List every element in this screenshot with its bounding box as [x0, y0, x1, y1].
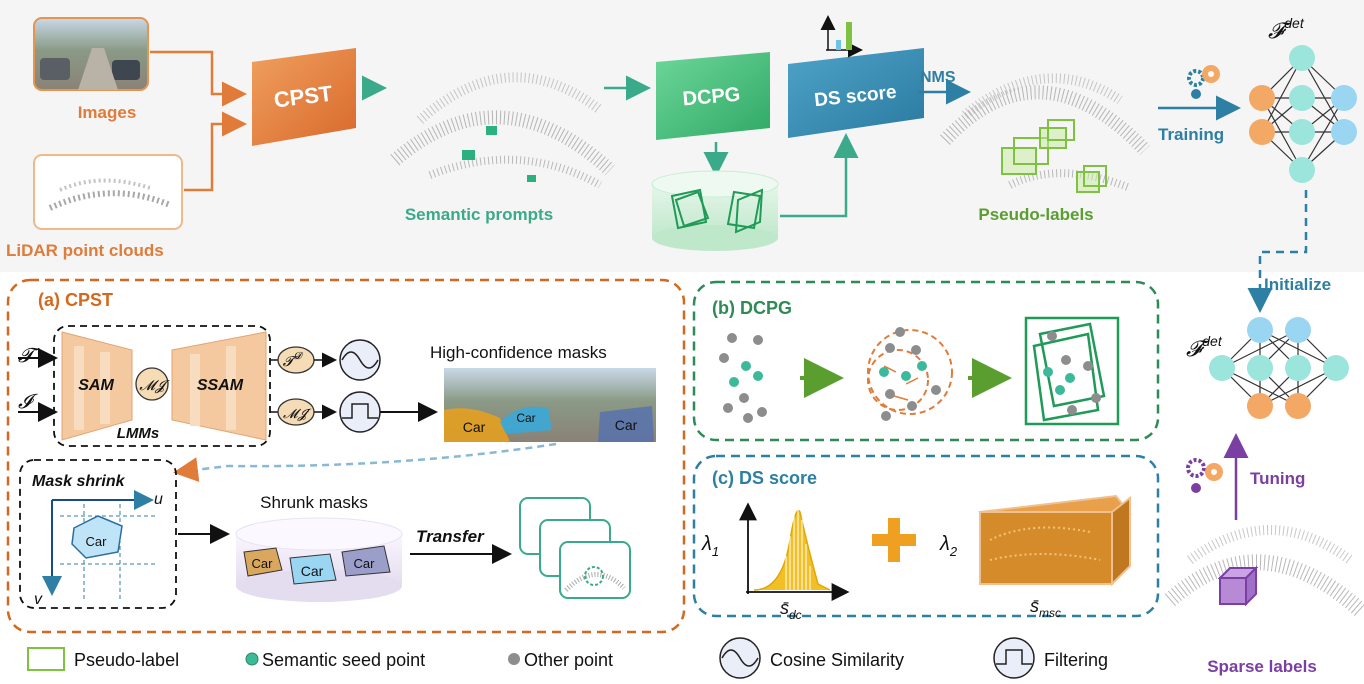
images-thumbnail	[33, 17, 149, 91]
cpst-box	[252, 48, 356, 146]
transfer-stack	[519, 497, 631, 599]
dcpg-boxes-result	[1024, 316, 1120, 426]
transfer-label: Transfer	[416, 527, 485, 546]
images-label: Images	[78, 103, 137, 122]
shrunk-masks-cylinder	[235, 517, 403, 602]
cosine-similarity-icon	[339, 339, 381, 381]
candidates-to-ds-arrow	[780, 133, 859, 218]
mask-shrink-box	[19, 459, 177, 609]
legend-filtering-icon	[993, 637, 1035, 679]
nms-label: NMS	[920, 69, 956, 86]
lidar-label: LiDAR point clouds	[6, 241, 164, 260]
shrink-car-label: Car	[86, 534, 108, 549]
lmms-label: LMMs	[117, 425, 160, 442]
lmms-box	[53, 325, 271, 447]
legend-filtering: Filtering	[1044, 650, 1108, 670]
lambda1-label: λ1	[701, 533, 719, 559]
pseudo-labels-label: Pseudo-labels	[978, 205, 1093, 224]
legend-pseudo-label-swatch	[27, 647, 65, 671]
shrunk-masks-label: Shrunk masks	[260, 493, 368, 512]
mj-label: 𝓜𝓙	[139, 377, 170, 394]
shrunk-car-2: Car	[301, 563, 324, 579]
panel-a-title: (a) CPST	[38, 290, 113, 310]
legend-other-swatch	[508, 653, 520, 665]
panel-a-border	[6, 278, 686, 634]
panel-c-title: (c) DS score	[712, 468, 817, 488]
mask-shrink-axes	[42, 490, 158, 600]
mask-car-2: Car	[516, 411, 535, 425]
legend-seed-point: Semantic seed point	[262, 650, 425, 670]
mj-prime-label: 𝓜𝓙′	[283, 406, 312, 421]
dcpg-box-label: DCPG	[682, 84, 741, 111]
shrunk-car-1: Car	[252, 556, 274, 571]
mask-car-1: Car	[463, 419, 486, 435]
fdet-bottom-label: 𝓕det	[1186, 333, 1223, 361]
panel-b-title: (b) DCPG	[712, 298, 792, 318]
network-top	[1249, 45, 1357, 183]
panel-b-border	[692, 280, 1160, 442]
network-bottom	[1209, 317, 1349, 419]
mask-shrink-label: Mask shrink	[32, 473, 126, 490]
smsc-label: s̄msc	[1030, 596, 1061, 620]
sparse-labels-pointcloud	[1164, 525, 1364, 616]
candidate-boxes-cylinder	[651, 170, 779, 251]
ds-distribution-chart	[739, 502, 850, 601]
fdet-top-label: 𝓕det	[1268, 15, 1305, 43]
gear-icon	[1186, 458, 1223, 493]
dcpg-points-initial	[719, 333, 767, 423]
tuning-label: Tuning	[1250, 469, 1305, 488]
i-input-label: 𝓘	[18, 391, 38, 413]
t-input-label: 𝓣	[18, 345, 40, 367]
lidar-to-cpst-arrow	[184, 111, 247, 192]
axis-u-label: u	[154, 491, 163, 508]
images-to-cpst-arrow	[150, 50, 247, 107]
sdc-label: s̄dc	[780, 598, 802, 622]
sam-block	[61, 331, 133, 441]
plus-icon	[872, 518, 916, 562]
initialize-label: Initialize	[1264, 275, 1331, 294]
ssam-label: SSAM	[197, 377, 244, 394]
dcpg-points-clustered	[867, 327, 953, 421]
initialize-arrow	[1247, 190, 1308, 313]
legend-other-point: Other point	[524, 650, 613, 670]
sam-label: SAM	[78, 377, 114, 394]
legend-cosine: Cosine Similarity	[770, 650, 904, 670]
masks-to-shrink-arrow	[173, 442, 557, 483]
sparse-labels-label: Sparse labels	[1207, 657, 1317, 676]
gear-icon	[1187, 65, 1220, 99]
legend-cosine-icon	[719, 637, 761, 679]
semantic-prompts-pointcloud	[390, 72, 615, 189]
pseudo-labels-pointcloud	[939, 73, 1151, 193]
lambda2-label: λ2	[939, 533, 958, 559]
legend-seed-swatch	[245, 652, 259, 666]
msc-box-visual	[978, 494, 1132, 587]
ssam-block	[171, 331, 267, 441]
high-conf-label: High-confidence masks	[430, 343, 607, 362]
mask-car-3: Car	[615, 417, 638, 433]
training-label: Training	[1158, 125, 1224, 144]
axis-v-label: v	[34, 591, 43, 608]
dcpg-box	[656, 52, 770, 140]
ds-score-box	[788, 48, 924, 138]
semantic-prompts-label: Semantic prompts	[405, 205, 553, 224]
panel-c-border	[692, 454, 1160, 618]
lidar-thumbnail	[33, 154, 183, 230]
ds-bar-icon	[820, 15, 863, 58]
filtering-icon	[339, 391, 381, 433]
high-confidence-masks-image	[444, 368, 656, 442]
mj-node	[135, 367, 169, 401]
shrunk-car-3: Car	[354, 556, 376, 571]
legend-pseudo-label: Pseudo-label	[74, 650, 179, 670]
